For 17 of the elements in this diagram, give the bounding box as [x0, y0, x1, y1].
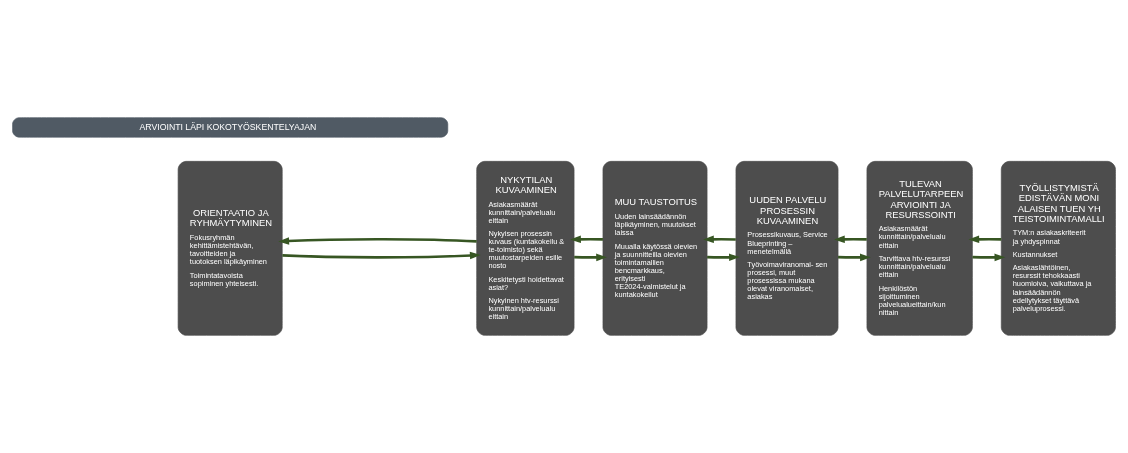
arrow: [703, 235, 736, 244]
node-box: TYÖLLISTYMISTÄ EDISTÄVÄN MONI ALAISEN TUEN YH TEISTOIMINTAMALLI TYM:n asiakaskriteerit ja yhdyspinnat Kustannukset Asiakaslähtöinen, resurssit tehokkaasti huomioiva, vaikuttava ja lainsäädännön edellytykset täyttävä palveluprosessi.: [1000, 161, 1116, 336]
arrow: [838, 253, 871, 262]
arrow: [707, 253, 740, 262]
node-box: UUDEN PALVELU PROSESSIN KUVAAMINEN Prosessikuvaus, Service Blueprinting – menetelmällä Työvoimaviranomai- sen prosessi, muut prosessissa mukana olevat viranomaiset, asiakas: [735, 161, 839, 336]
arrow: [834, 235, 867, 244]
node-box: ARVIOINTI LÄPI KOKOTYÖSKENTELYAJAN: [12, 117, 449, 138]
arrow: [968, 235, 1002, 244]
node-box: MUU TAUSTOITUS Uuden lainsäädännön läpikäyminen, muutokset laissa Muualla käytössä olevien ja suunnitteilla olevien toimintamallien bencmarkkaus, erityisesti TE2024-valmistelut ja kuntakokeilut: [602, 161, 708, 336]
arrow: [574, 253, 607, 262]
node-box: TULEVAN PALVELUTARPEEN ARVIOINTI JA RESURSSOINTI Asiakasmäärät kunnittain/palvelualu eittain Tarvittava htv-resurssi kunnittain/palvelualu eittain Henkilöstön sijoittuminen palvelualueittain/kun nittain: [866, 161, 973, 336]
arrow: [972, 253, 1006, 262]
node-box: NYKYTILAN KUVAAMINEN Asiakasmäärät kunnittain/palvelualu eittain Nykyisen prosessin kuvaus (kuntakokeilu & te-toimisto) sekä muutostarpeiden esille nosto Keskitetysti hoidettavat asiat? Nykyinen htv-resurssi kunnittain/palvelualu eittain: [476, 161, 575, 336]
arrow: [282, 251, 481, 260]
node-box: ORIENTAATIO JA RYHMÄYTYMINEN Fokusryhmän kehittämistehtävän, tavoitteiden ja tuotoksen läpikäyminen Toimintatavoista sopiminen yhteisesti.: [177, 161, 283, 336]
arrow: [570, 235, 603, 244]
arrow: [278, 237, 477, 245]
